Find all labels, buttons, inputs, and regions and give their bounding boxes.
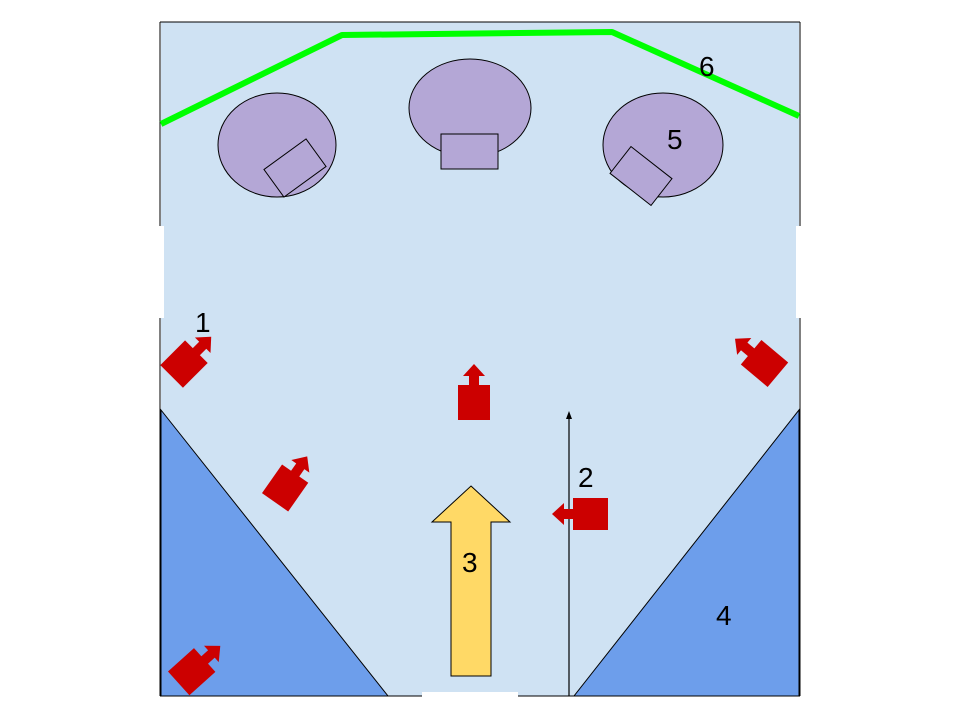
label-2: 2: [578, 462, 594, 493]
left-corner-ramp: [160, 408, 390, 697]
label-4: 4: [716, 600, 732, 631]
right-opening: [796, 226, 800, 318]
left-opening: [160, 226, 164, 318]
label-1: 1: [195, 307, 211, 338]
purple-shape-center: [408, 58, 532, 170]
label-6: 6: [699, 51, 715, 82]
label-3: 3: [462, 547, 478, 578]
purple-shape-left: [217, 92, 337, 198]
yellow-up-arrow: [430, 485, 512, 677]
thin-up-arrow: [566, 411, 572, 696]
bottom-opening: [422, 692, 518, 700]
right-corner-ramp: [572, 408, 800, 697]
green-boundary-line: [159, 29, 801, 127]
label-5: 5: [667, 124, 683, 155]
purple-shape-right: [602, 92, 724, 207]
